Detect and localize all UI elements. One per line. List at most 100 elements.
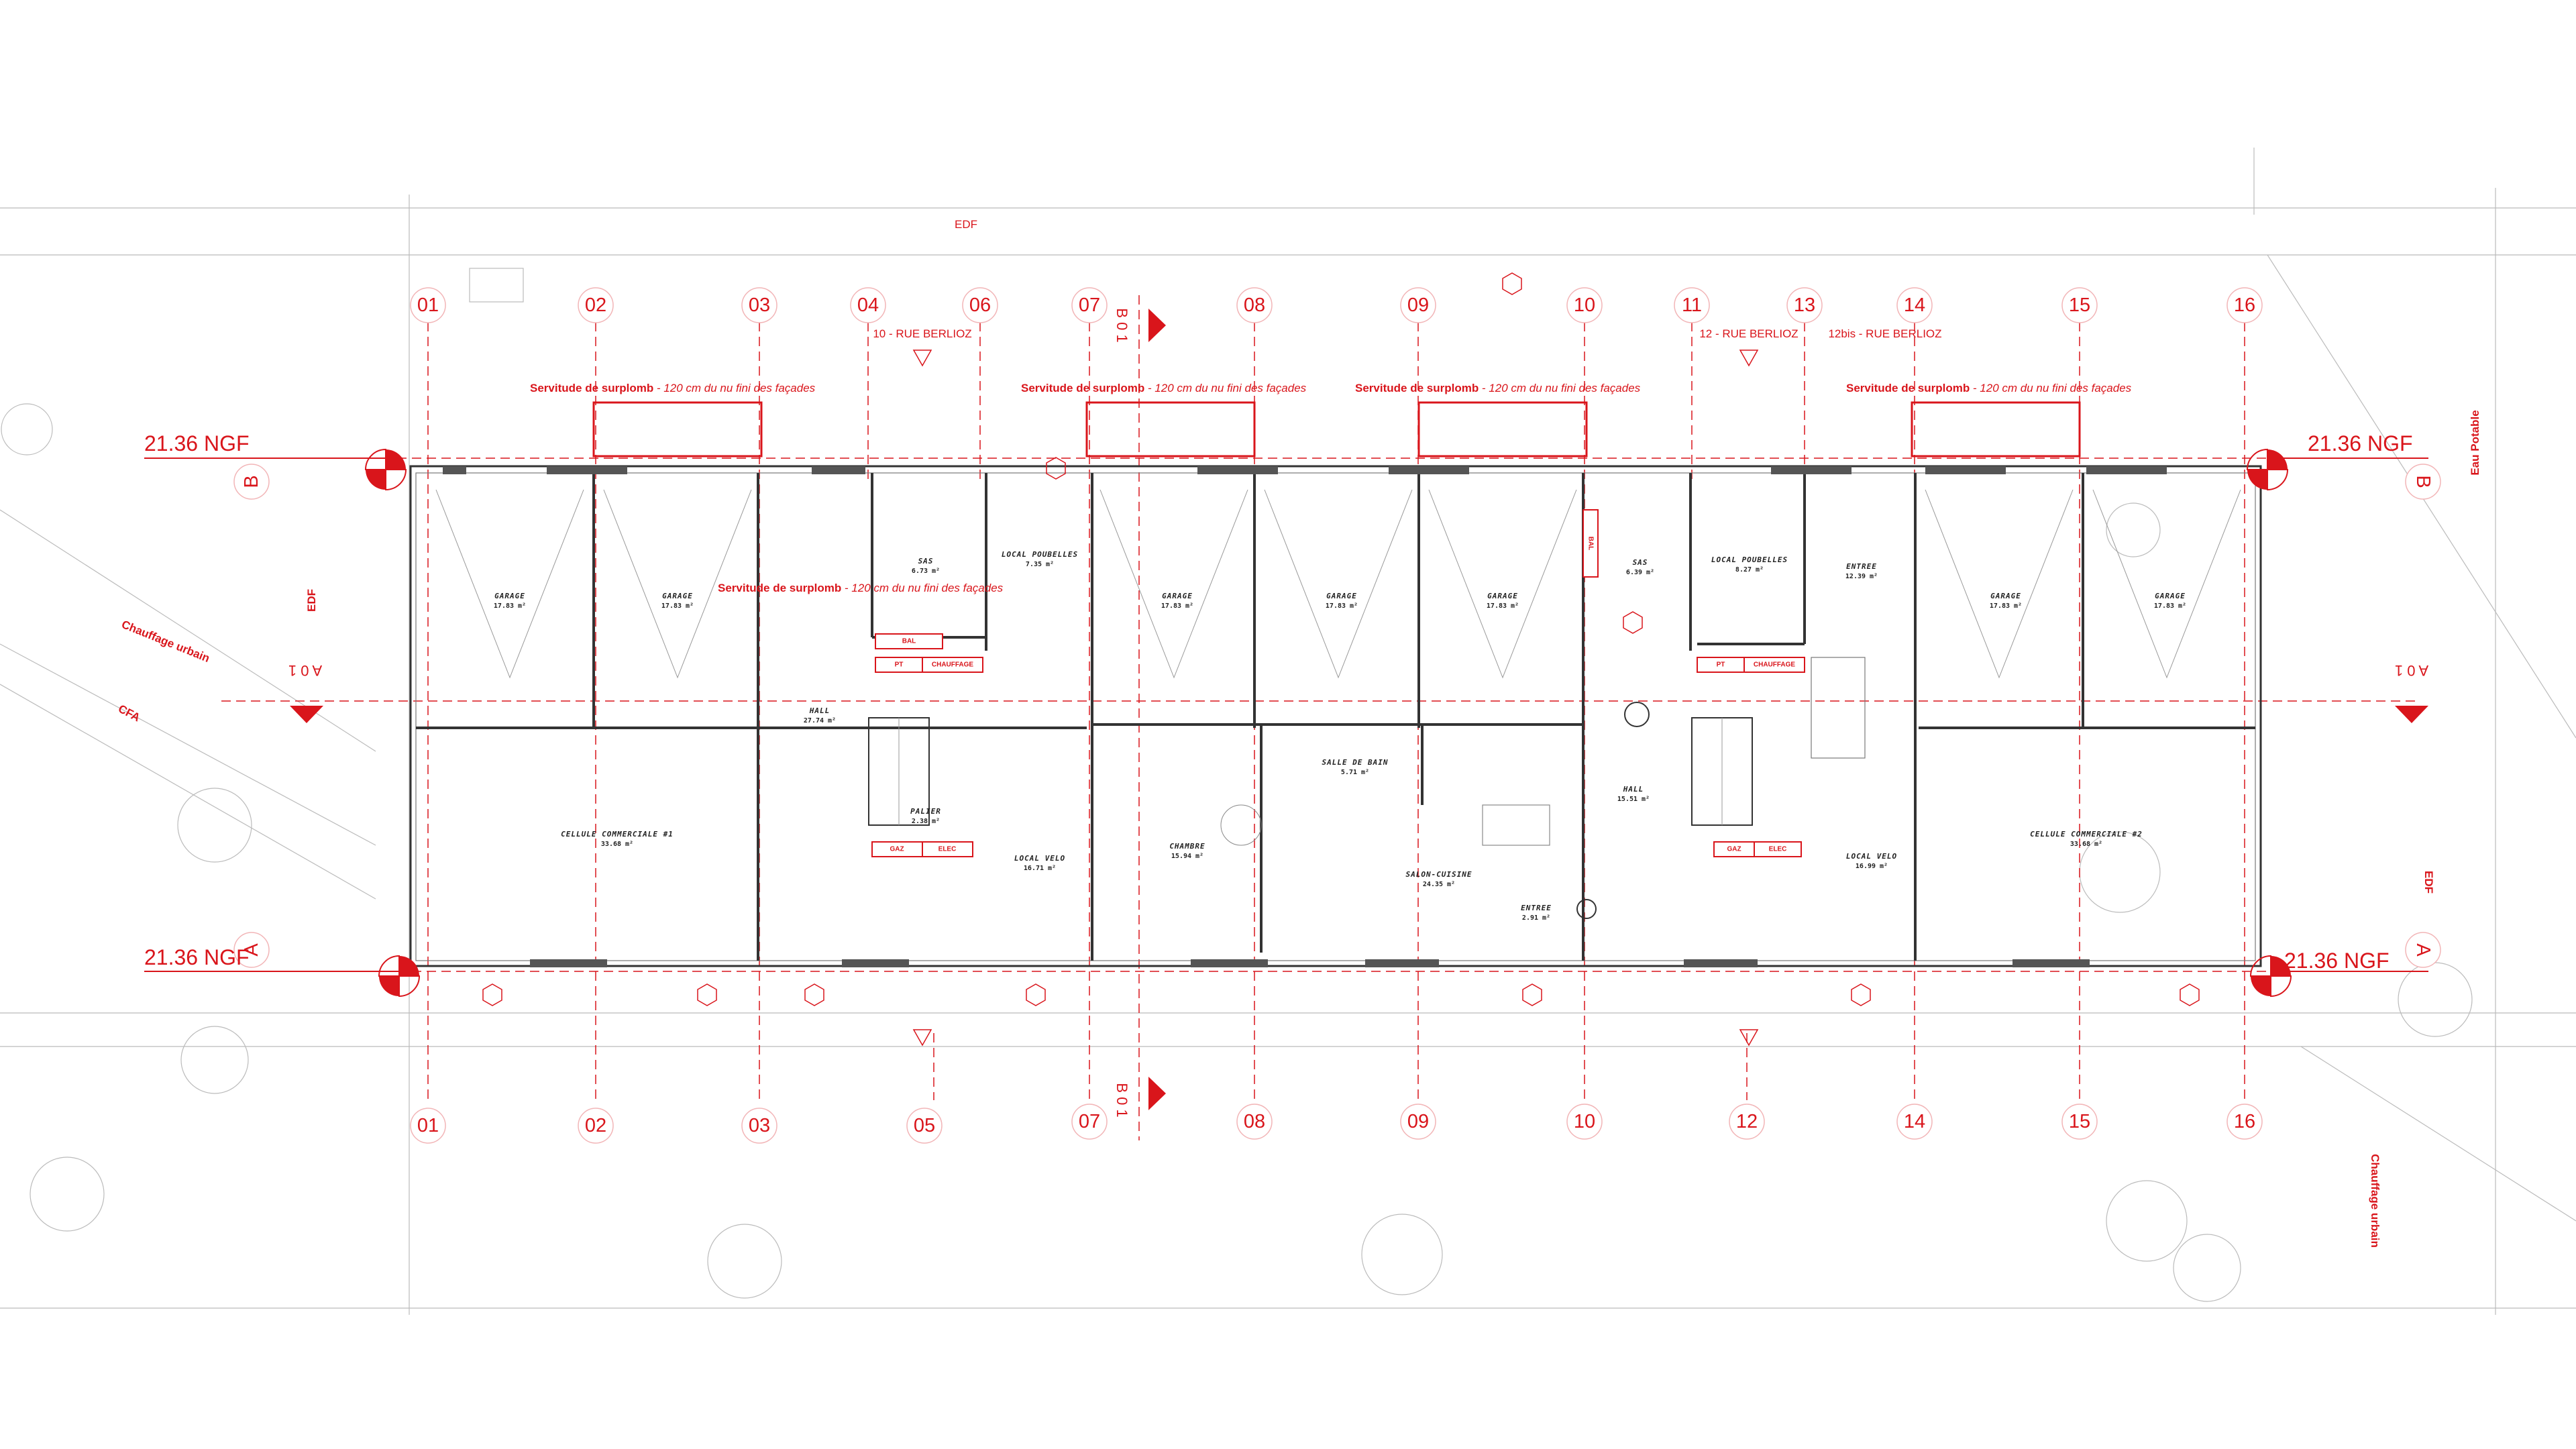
room-name: SALON-CUISINE	[1405, 870, 1472, 879]
ngf-label-top-right: 21.36 NGF	[2308, 431, 2413, 455]
section-a-left: A	[241, 943, 262, 957]
axis-top-label: 06	[969, 294, 991, 316]
section-b-left: B	[241, 475, 262, 488]
axis-bottom-label: 16	[2234, 1111, 2255, 1132]
room-area: 33.68 m²	[2070, 841, 2102, 848]
room-area: 8.27 m²	[1735, 566, 1764, 574]
room-name: GARAGE	[1990, 592, 2021, 600]
room-name: SAS	[918, 557, 934, 566]
tag-elec-1: ELEC	[938, 846, 957, 853]
tag-chauffage-1: CHAUFFAGE	[932, 661, 974, 669]
site-context	[0, 148, 2576, 1315]
room-area: 17.83 m²	[1161, 602, 1193, 610]
tag-gaz-2: GAZ	[1727, 846, 1741, 853]
tag-pt-2: PT	[1717, 661, 1725, 669]
room-area: 33.68 m²	[601, 841, 633, 848]
servitude-label-1: Servitude de surplomb - 120 cm du nu fin…	[530, 382, 816, 394]
ngf-markers: 21.36 NGF 21.36 NGF 21.36 NGF 21.36 NGF	[144, 431, 2428, 998]
room-name: SAS	[1633, 558, 1648, 567]
room-area: 5.71 m²	[1341, 769, 1369, 776]
axis-bottom-label: 12	[1736, 1111, 1758, 1132]
room-name: PALIER	[910, 807, 941, 816]
axis-top-label: 11	[1682, 294, 1702, 316]
room-name: CELLULE COMMERCIALE #1	[561, 830, 674, 839]
axis-top-label: 16	[2234, 294, 2255, 316]
axis-top-label: 15	[2069, 294, 2090, 316]
axis-top-label: 10	[1574, 294, 1595, 316]
street-label-10: 10 - RUE BERLIOZ	[873, 327, 971, 340]
room-area: 15.51 m²	[1617, 796, 1650, 803]
tag-elec-2: ELEC	[1769, 846, 1787, 853]
cut-arrow-a01-right	[2395, 706, 2428, 723]
room-area: 27.74 m²	[804, 717, 836, 724]
axis-top-label: 14	[1904, 294, 1925, 316]
edf-label-top: EDF	[955, 218, 977, 231]
street-label-12: 12 - RUE BERLIOZ	[1699, 327, 1798, 340]
room-name: SALLE DE BAIN	[1322, 758, 1388, 767]
ngf-label-bottom-right: 21.36 NGF	[2284, 949, 2390, 973]
building-walls	[409, 465, 2262, 967]
axis-top-label: 08	[1244, 294, 1265, 316]
room-name: HALL	[809, 706, 830, 715]
axis-bottom-label: 03	[749, 1115, 770, 1136]
axis-bottom-label: 08	[1244, 1111, 1265, 1132]
room-name: CELLULE COMMERCIALE #2	[2030, 830, 2143, 839]
room-labels: GARAGE 17.83 m² GARAGE 17.83 m² SAS 6.73…	[494, 550, 2186, 922]
cut-arrow-b01-top	[1148, 309, 1166, 342]
tag-gaz-1: GAZ	[890, 846, 904, 853]
room-area: 7.35 m²	[1026, 561, 1054, 568]
cfa-label: CFA	[116, 702, 142, 724]
room-name: HALL	[1623, 785, 1644, 794]
ngf-label-top-left: 21.36 NGF	[144, 431, 250, 455]
room-name: LOCAL VELO	[1014, 854, 1065, 863]
axis-labels-top: 01 02 03 04 06 07 08 09 10 11 13 14 15 1…	[410, 287, 2263, 323]
room-area: 17.83 m²	[661, 602, 694, 610]
section-b-right: B	[2412, 475, 2434, 488]
edf-label-right: EDF	[2422, 871, 2435, 894]
tag-bal-1: BAL	[902, 638, 916, 645]
street-labels: 10 - RUE BERLIOZ 12 - RUE BERLIOZ 12bis …	[873, 327, 1942, 1046]
axis-top-label: 02	[585, 294, 606, 316]
room-area: 17.83 m²	[494, 602, 526, 610]
axis-bottom-label: 09	[1407, 1111, 1429, 1132]
section-a-right: A	[2412, 943, 2434, 957]
network-labels: EDF EDF Chauffage urbain CFA Eau Potable…	[116, 218, 2481, 1248]
ngf-label-bottom-left: 21.36 NGF	[144, 945, 250, 969]
tag-pt-1: PT	[895, 661, 904, 669]
room-name: GARAGE	[494, 592, 525, 600]
servitude-label-4: Servitude de surplomb - 120 cm du nu fin…	[1846, 382, 2132, 394]
room-area: 17.83 m²	[1487, 602, 1519, 610]
street-label-12bis: 12bis - RUE BERLIOZ	[1828, 327, 1941, 340]
technical-boxes: PT CHAUFFAGE BAL GAZ ELEC PT CHAUFFAGE G…	[871, 509, 1805, 857]
axis-grid-lines	[221, 295, 2415, 1140]
room-area: 24.35 m²	[1423, 881, 1455, 888]
room-area: 6.73 m²	[912, 568, 940, 575]
room-name: ENTREE	[1846, 562, 1877, 571]
axis-bottom-label: 02	[585, 1115, 606, 1136]
axis-top-label: 01	[417, 294, 439, 316]
axis-top-label: 03	[749, 294, 770, 316]
axis-bottom-label: 01	[417, 1115, 439, 1136]
axis-bottom-label: 14	[1904, 1111, 1925, 1132]
axis-bottom-label: 10	[1574, 1111, 1595, 1132]
cut-arrow-b01-bottom	[1148, 1077, 1166, 1110]
room-area: 17.83 m²	[2154, 602, 2186, 610]
servitude-labels: Servitude de surplomb - 120 cm du nu fin…	[530, 382, 2132, 594]
room-name: GARAGE	[1162, 592, 1193, 600]
tag-chauffage-2: CHAUFFAGE	[1754, 661, 1796, 669]
room-area: 15.94 m²	[1171, 853, 1203, 860]
hexagon-markers	[482, 272, 2200, 1006]
cut-label-a01-left: A 0 1	[288, 662, 322, 679]
axis-bottom-label: 15	[2069, 1111, 2090, 1132]
servitude-label-3: Servitude de surplomb - 120 cm du nu fin…	[1355, 382, 1641, 394]
servitude-label-2: Servitude de surplomb - 120 cm du nu fin…	[1021, 382, 1307, 394]
chauffage-label-left: Chauffage urbain	[120, 618, 212, 665]
cut-label-b01-bottom: B 0 1	[1114, 1083, 1130, 1117]
section-markers: B A B A A 0 1 A 0 1 B 0 1 B 0 1	[233, 308, 2441, 1118]
axis-top-label: 04	[857, 294, 879, 316]
cut-label-b01-top: B 0 1	[1114, 308, 1130, 342]
servitude-label-5: Servitude de surplomb - 120 cm du nu fin…	[718, 582, 1004, 594]
axis-bottom-label: 05	[914, 1115, 935, 1136]
servitude-boxes	[592, 401, 2081, 458]
